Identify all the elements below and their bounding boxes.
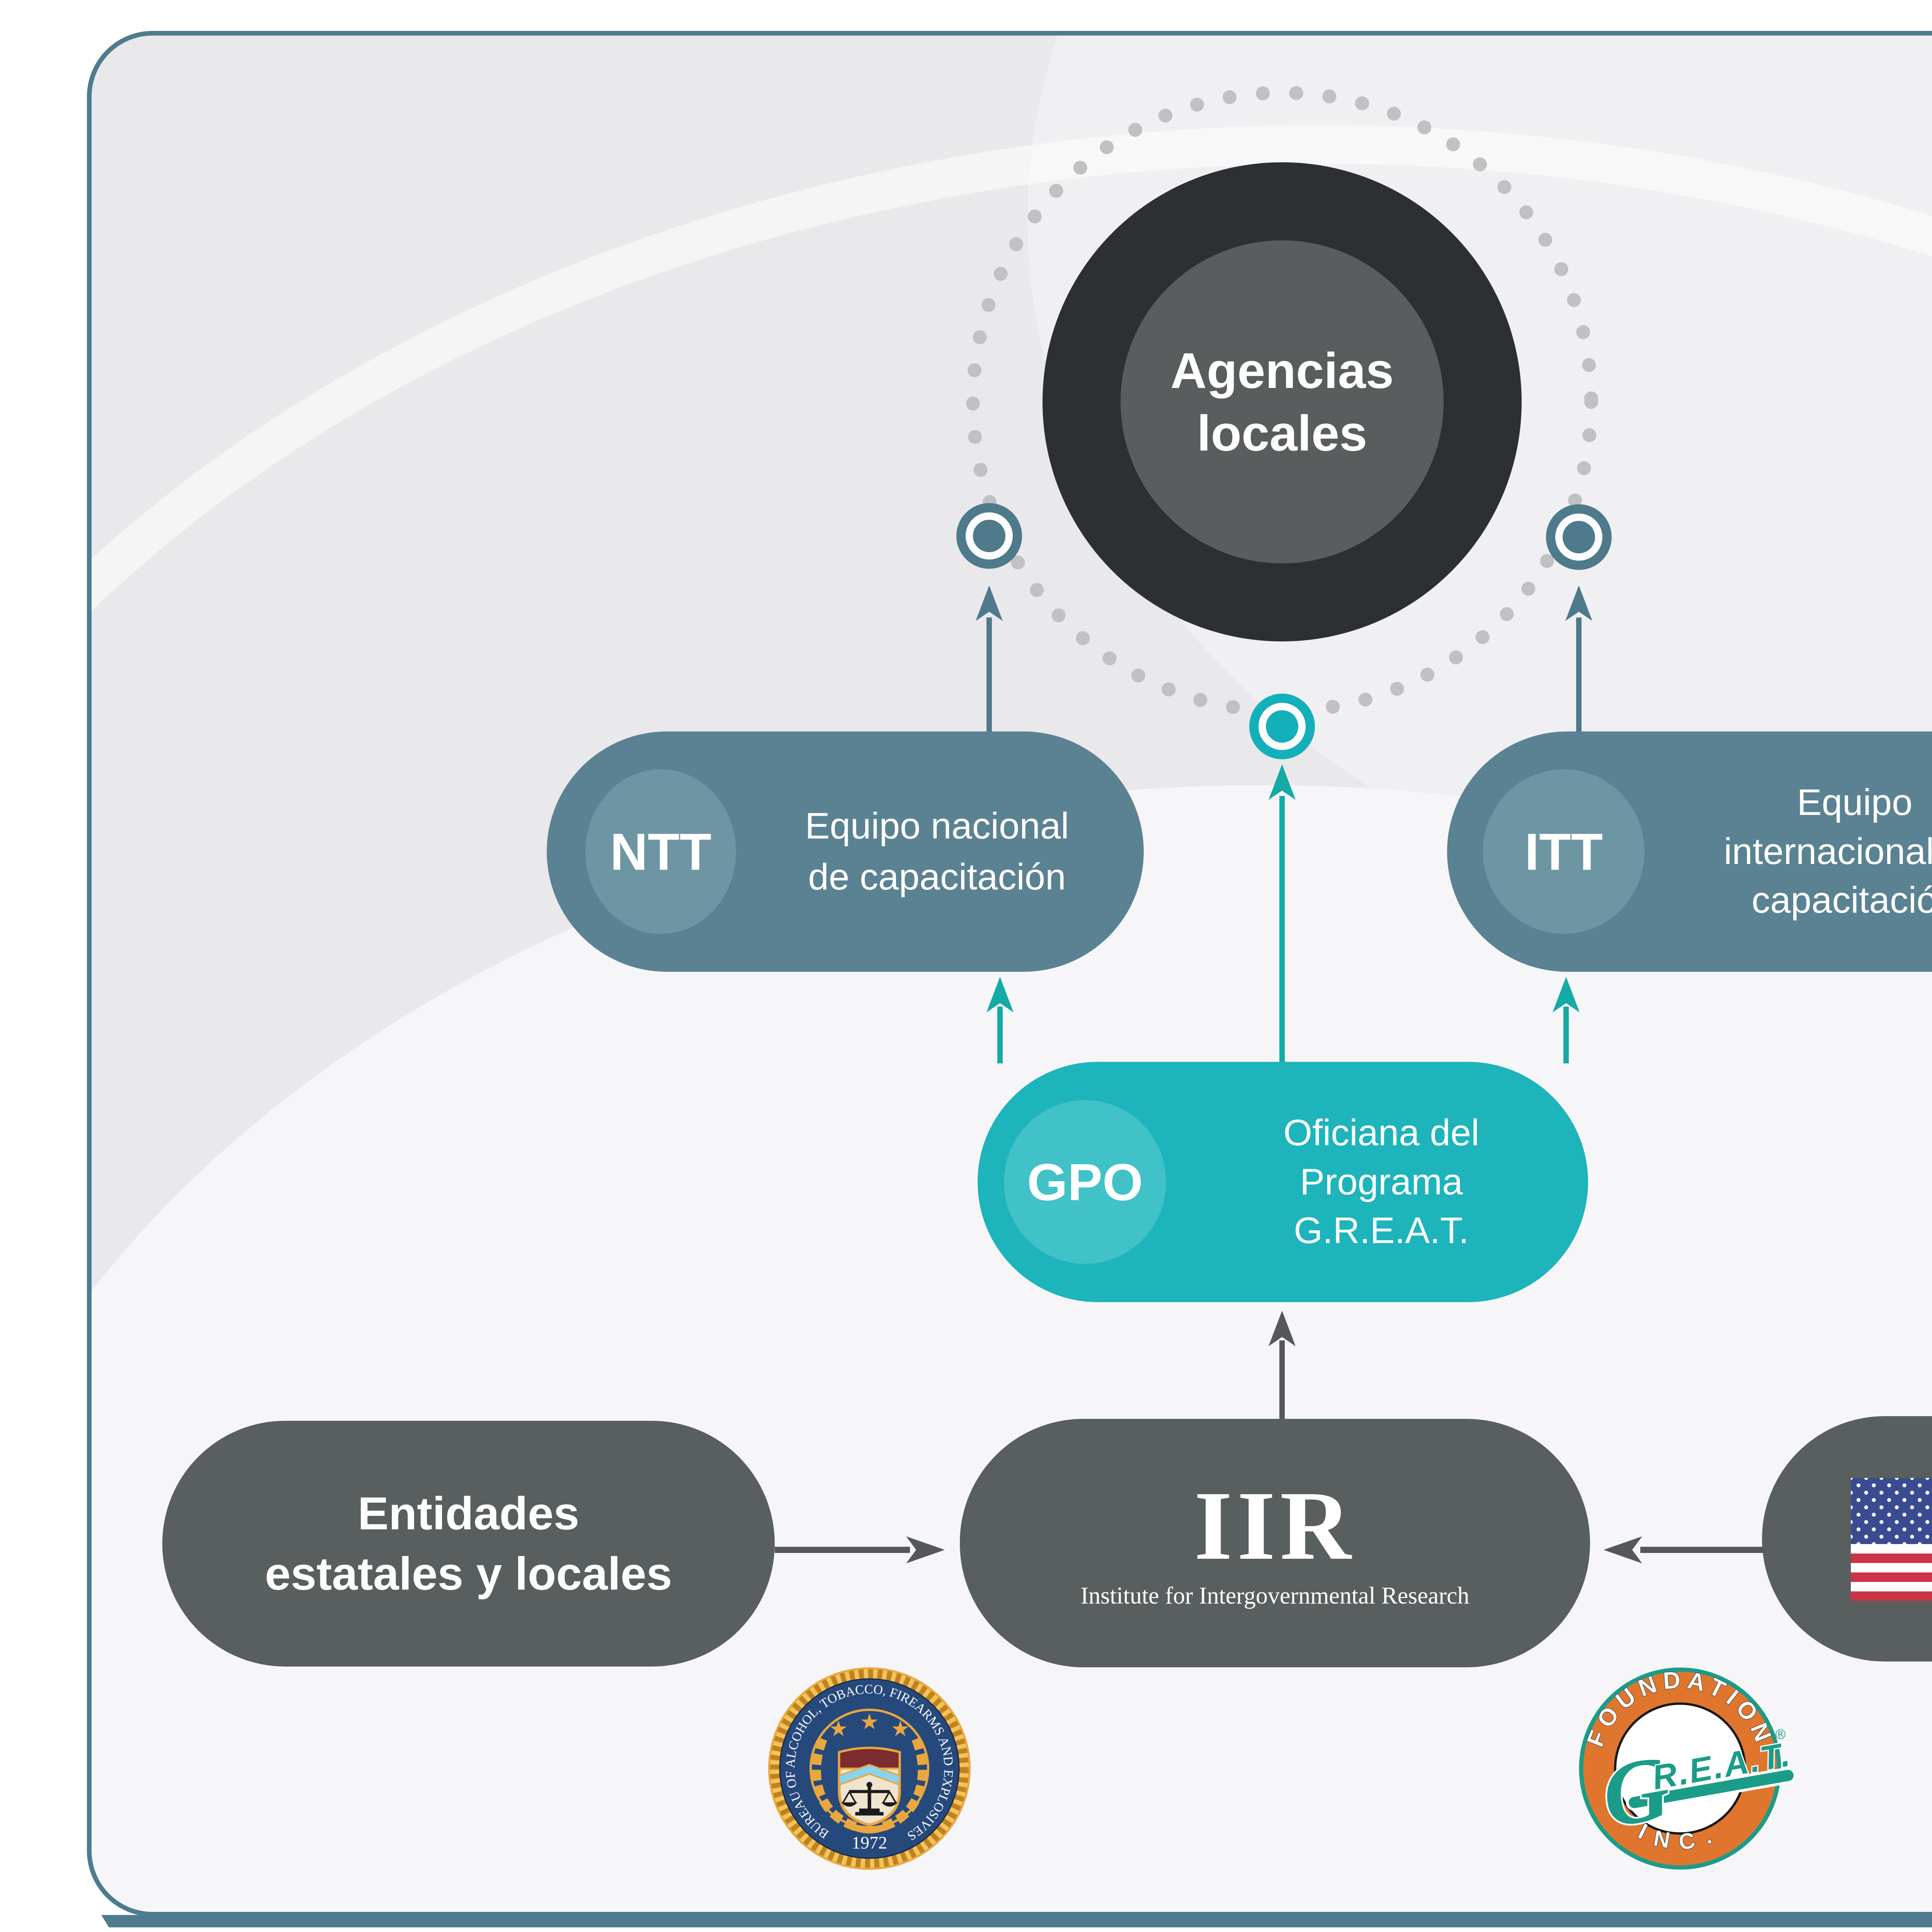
gpo-label: Oficiana del Programa G.R.E.A.T. bbox=[1283, 1112, 1480, 1252]
atf-year: 1972 bbox=[852, 1833, 887, 1852]
connector-ring-core bbox=[1266, 710, 1298, 743]
arrow-line bbox=[1576, 617, 1582, 731]
connector-ring-gap bbox=[966, 512, 1013, 560]
svg-text:★: ★ bbox=[891, 1717, 910, 1741]
arrow-line bbox=[997, 1007, 1003, 1063]
connector-ring-core bbox=[973, 520, 1005, 552]
great-foundation-logo: FOUNDATION INC. G R.E.A.T. ® bbox=[1579, 1666, 1796, 1870]
itt-node: ITT Equipo internacional de capacitación bbox=[1447, 731, 1932, 972]
ntt-node: NTT Equipo nacional de capacitación bbox=[547, 731, 1144, 972]
iir-subtitle: Institute for Intergovernmental Research bbox=[1080, 1582, 1469, 1609]
arrow-line bbox=[1279, 1340, 1285, 1420]
gpo-node: GPO Oficiana del Programa G.R.E.A.T. bbox=[978, 1062, 1588, 1302]
us-flag bbox=[1851, 1478, 1932, 1601]
connector-ring-gap bbox=[1259, 703, 1306, 750]
gpo-abbr: GPO bbox=[1027, 1153, 1143, 1211]
itt-abbr: ITT bbox=[1524, 822, 1603, 881]
connector-ring-right bbox=[1546, 504, 1612, 570]
agencias-node: Agencias locales bbox=[1121, 240, 1444, 563]
entidades-label: Entidades estatales y locales bbox=[265, 1488, 672, 1600]
entidades-node: Entidades estatales y locales bbox=[162, 1421, 775, 1667]
atf-stars: ★ ★ ★ bbox=[829, 1710, 910, 1741]
itt-bubble: ITT bbox=[1483, 769, 1645, 934]
panel-border bbox=[87, 31, 1932, 1917]
arrow-line bbox=[1563, 1007, 1569, 1063]
ntt-abbr: NTT bbox=[610, 822, 712, 881]
iir-logo: IIR bbox=[1194, 1471, 1356, 1580]
atf-shield bbox=[838, 1747, 901, 1827]
scales-of-justice bbox=[841, 1782, 898, 1816]
arrow-line bbox=[986, 617, 992, 731]
arrow-line bbox=[775, 1547, 910, 1553]
laurel-wreath bbox=[811, 1736, 927, 1833]
ntt-label: Equipo nacional de capacitación bbox=[805, 805, 1069, 898]
arrow-line bbox=[1640, 1547, 1764, 1553]
arrow-line bbox=[1279, 796, 1285, 1063]
dotted-ring bbox=[966, 86, 1598, 718]
connector-ring-left bbox=[956, 503, 1022, 569]
connector-ring-bottom bbox=[1249, 694, 1315, 759]
flag-canton bbox=[1851, 1478, 1932, 1544]
itt-label: Equipo internacional de capacitación bbox=[1724, 781, 1932, 921]
atf-seal: BUREAU OF ALCOHOL, TOBACCO, FIREARMS AND… bbox=[768, 1667, 971, 1870]
iir-node: IIR Institute for Intergovernmental Rese… bbox=[960, 1419, 1590, 1667]
connector-ring-gap bbox=[1555, 514, 1602, 561]
svg-text:★: ★ bbox=[829, 1717, 848, 1741]
svg-text:★: ★ bbox=[860, 1710, 879, 1734]
connector-ring-core bbox=[1563, 521, 1595, 553]
gpo-bubble: GPO bbox=[1004, 1100, 1166, 1264]
agencias-label: Agencias locales bbox=[1170, 342, 1394, 462]
panel-bottom-bar bbox=[101, 1915, 1932, 1927]
ntt-bubble: NTT bbox=[585, 769, 736, 934]
